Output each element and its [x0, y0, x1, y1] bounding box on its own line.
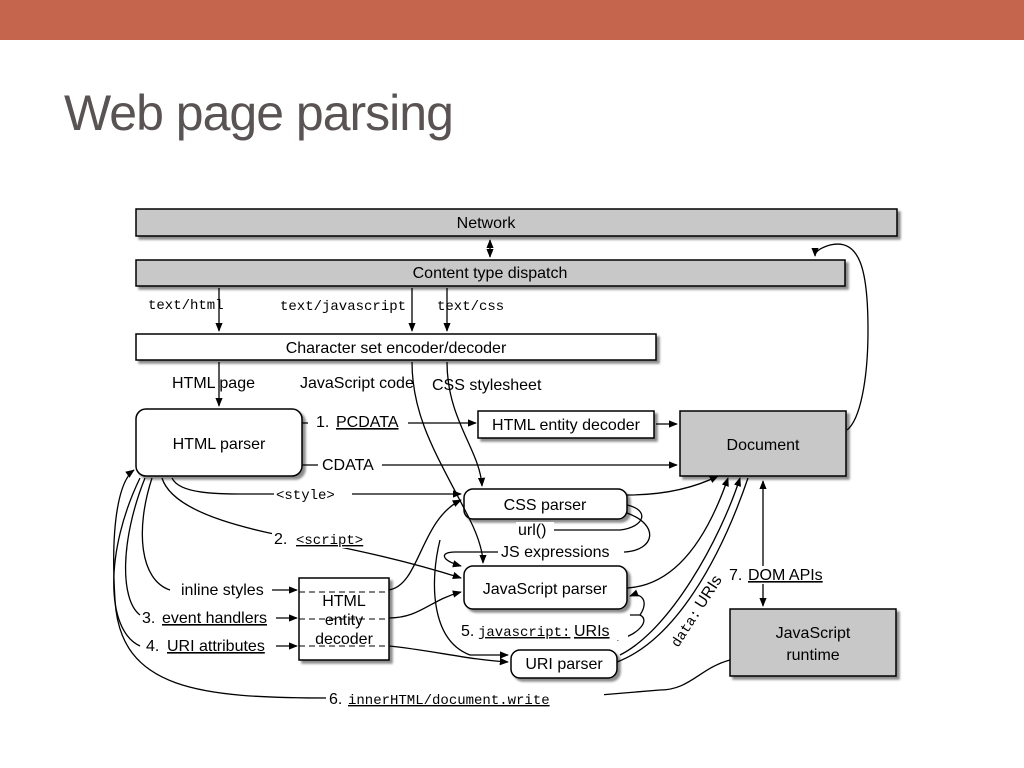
inline-decoder-line-3: decoder — [315, 631, 373, 648]
uri-attributes-label: URI attributes — [167, 638, 265, 655]
inline-styles-label: inline styles — [181, 582, 264, 599]
arrow-data-uris — [619, 477, 741, 656]
script-prefix-label: 2. — [274, 531, 287, 548]
url-fn-label: url() — [518, 522, 546, 539]
document-box: Document — [679, 410, 847, 477]
arrow-js-to-document — [626, 477, 729, 589]
inline-decoder-line-2: entity — [325, 612, 363, 629]
uri-parser-label: URI parser — [525, 656, 603, 673]
uri-parser-box: URI parser — [510, 649, 618, 679]
loop-innerhtml-right — [599, 659, 731, 696]
css-stylesheet-label: CSS stylesheet — [432, 377, 542, 394]
html-parser-label: HTML parser — [173, 436, 266, 453]
title-bar-accent — [0, 0, 1024, 40]
event-handlers-label: event handlers — [162, 610, 267, 627]
cdata-label: CDATA — [322, 457, 374, 474]
network-label: Network — [457, 215, 517, 232]
text-html-label: text/html — [148, 298, 224, 314]
loop-js-expressions — [443, 512, 651, 568]
javascript-code-label: JavaScript code — [300, 375, 414, 392]
dom-apis-prefix: 7. — [729, 567, 742, 584]
network-box: Network — [135, 208, 898, 237]
arrow-decoder-to-css — [388, 499, 462, 591]
js-parser-label: JavaScript parser — [483, 581, 608, 598]
javascript-uris-mono: javascript: — [478, 625, 570, 641]
charset-codec-box: Character set encoder/decoder — [135, 333, 657, 361]
event-handlers-prefix: 3. — [142, 610, 155, 627]
content-type-dispatch-box: Content type dispatch — [135, 259, 846, 287]
pcdata-label: PCDATA — [336, 414, 399, 431]
loop-innerhtml-left — [113, 469, 331, 699]
data-uris-label-group: data: URIs — [666, 565, 731, 652]
js-runtime-line-2: runtime — [786, 647, 839, 664]
js-parser-box: JavaScript parser — [463, 565, 628, 610]
css-parser-label: CSS parser — [504, 497, 587, 514]
html-entity-decoder-box: HTML entity decoder — [477, 410, 655, 439]
arrow-style — [171, 477, 462, 498]
arrow-decoder-to-js — [388, 590, 462, 619]
document-label: Document — [727, 437, 800, 454]
arrow-runtime-network — [811, 243, 869, 431]
javascript-uris-prefix: 5. — [461, 623, 474, 640]
style-tag-label: <style> — [276, 488, 335, 504]
arrow-data-uris-2 — [616, 477, 749, 663]
css-parser-box: CSS parser — [463, 488, 628, 520]
arrow-javascript-uris — [629, 589, 645, 616]
charset-codec-label: Character set encoder/decoder — [286, 340, 507, 357]
js-expressions-label: JS expressions — [501, 544, 610, 561]
js-runtime-line-1: JavaScript — [776, 625, 851, 642]
html-entity-decoder-inline-box: HTML entity decoder — [298, 577, 390, 661]
innerhtml-prefix: 6. — [329, 691, 342, 708]
arrow-js-to-uri — [433, 539, 509, 659]
branch-inline-styles — [141, 477, 171, 591]
connectors — [113, 239, 869, 699]
data-uris-mono: data: — [669, 607, 705, 651]
arrow-css-to-document — [626, 475, 719, 496]
html-page-label: HTML page — [172, 375, 255, 392]
inline-decoder-line-1: HTML — [322, 593, 366, 610]
text-javascript-label: text/javascript — [280, 299, 406, 315]
text-css-label: text/css — [437, 299, 504, 315]
branch-event-handlers — [124, 477, 146, 616]
uri-attributes-prefix: 4. — [146, 638, 159, 655]
html-parser-box: HTML parser — [135, 408, 303, 477]
script-tag-label: <script> — [296, 533, 363, 549]
pcdata-prefix-label: 1. — [316, 414, 329, 431]
dom-apis-label: DOM APIs — [748, 567, 823, 584]
arrow-css-stylesheet — [446, 361, 486, 487]
html-entity-decoder-label: HTML entity decoder — [492, 417, 641, 434]
innerhtml-label: innerHTML/document.write — [348, 693, 550, 709]
arrow-decoder-to-uri — [388, 645, 509, 666]
js-runtime-box: JavaScript runtime — [729, 608, 897, 677]
slide-title: Web page parsing — [64, 85, 454, 141]
content-type-dispatch-label: Content type dispatch — [413, 265, 568, 282]
javascript-uris-suffix: URIs — [574, 623, 610, 640]
